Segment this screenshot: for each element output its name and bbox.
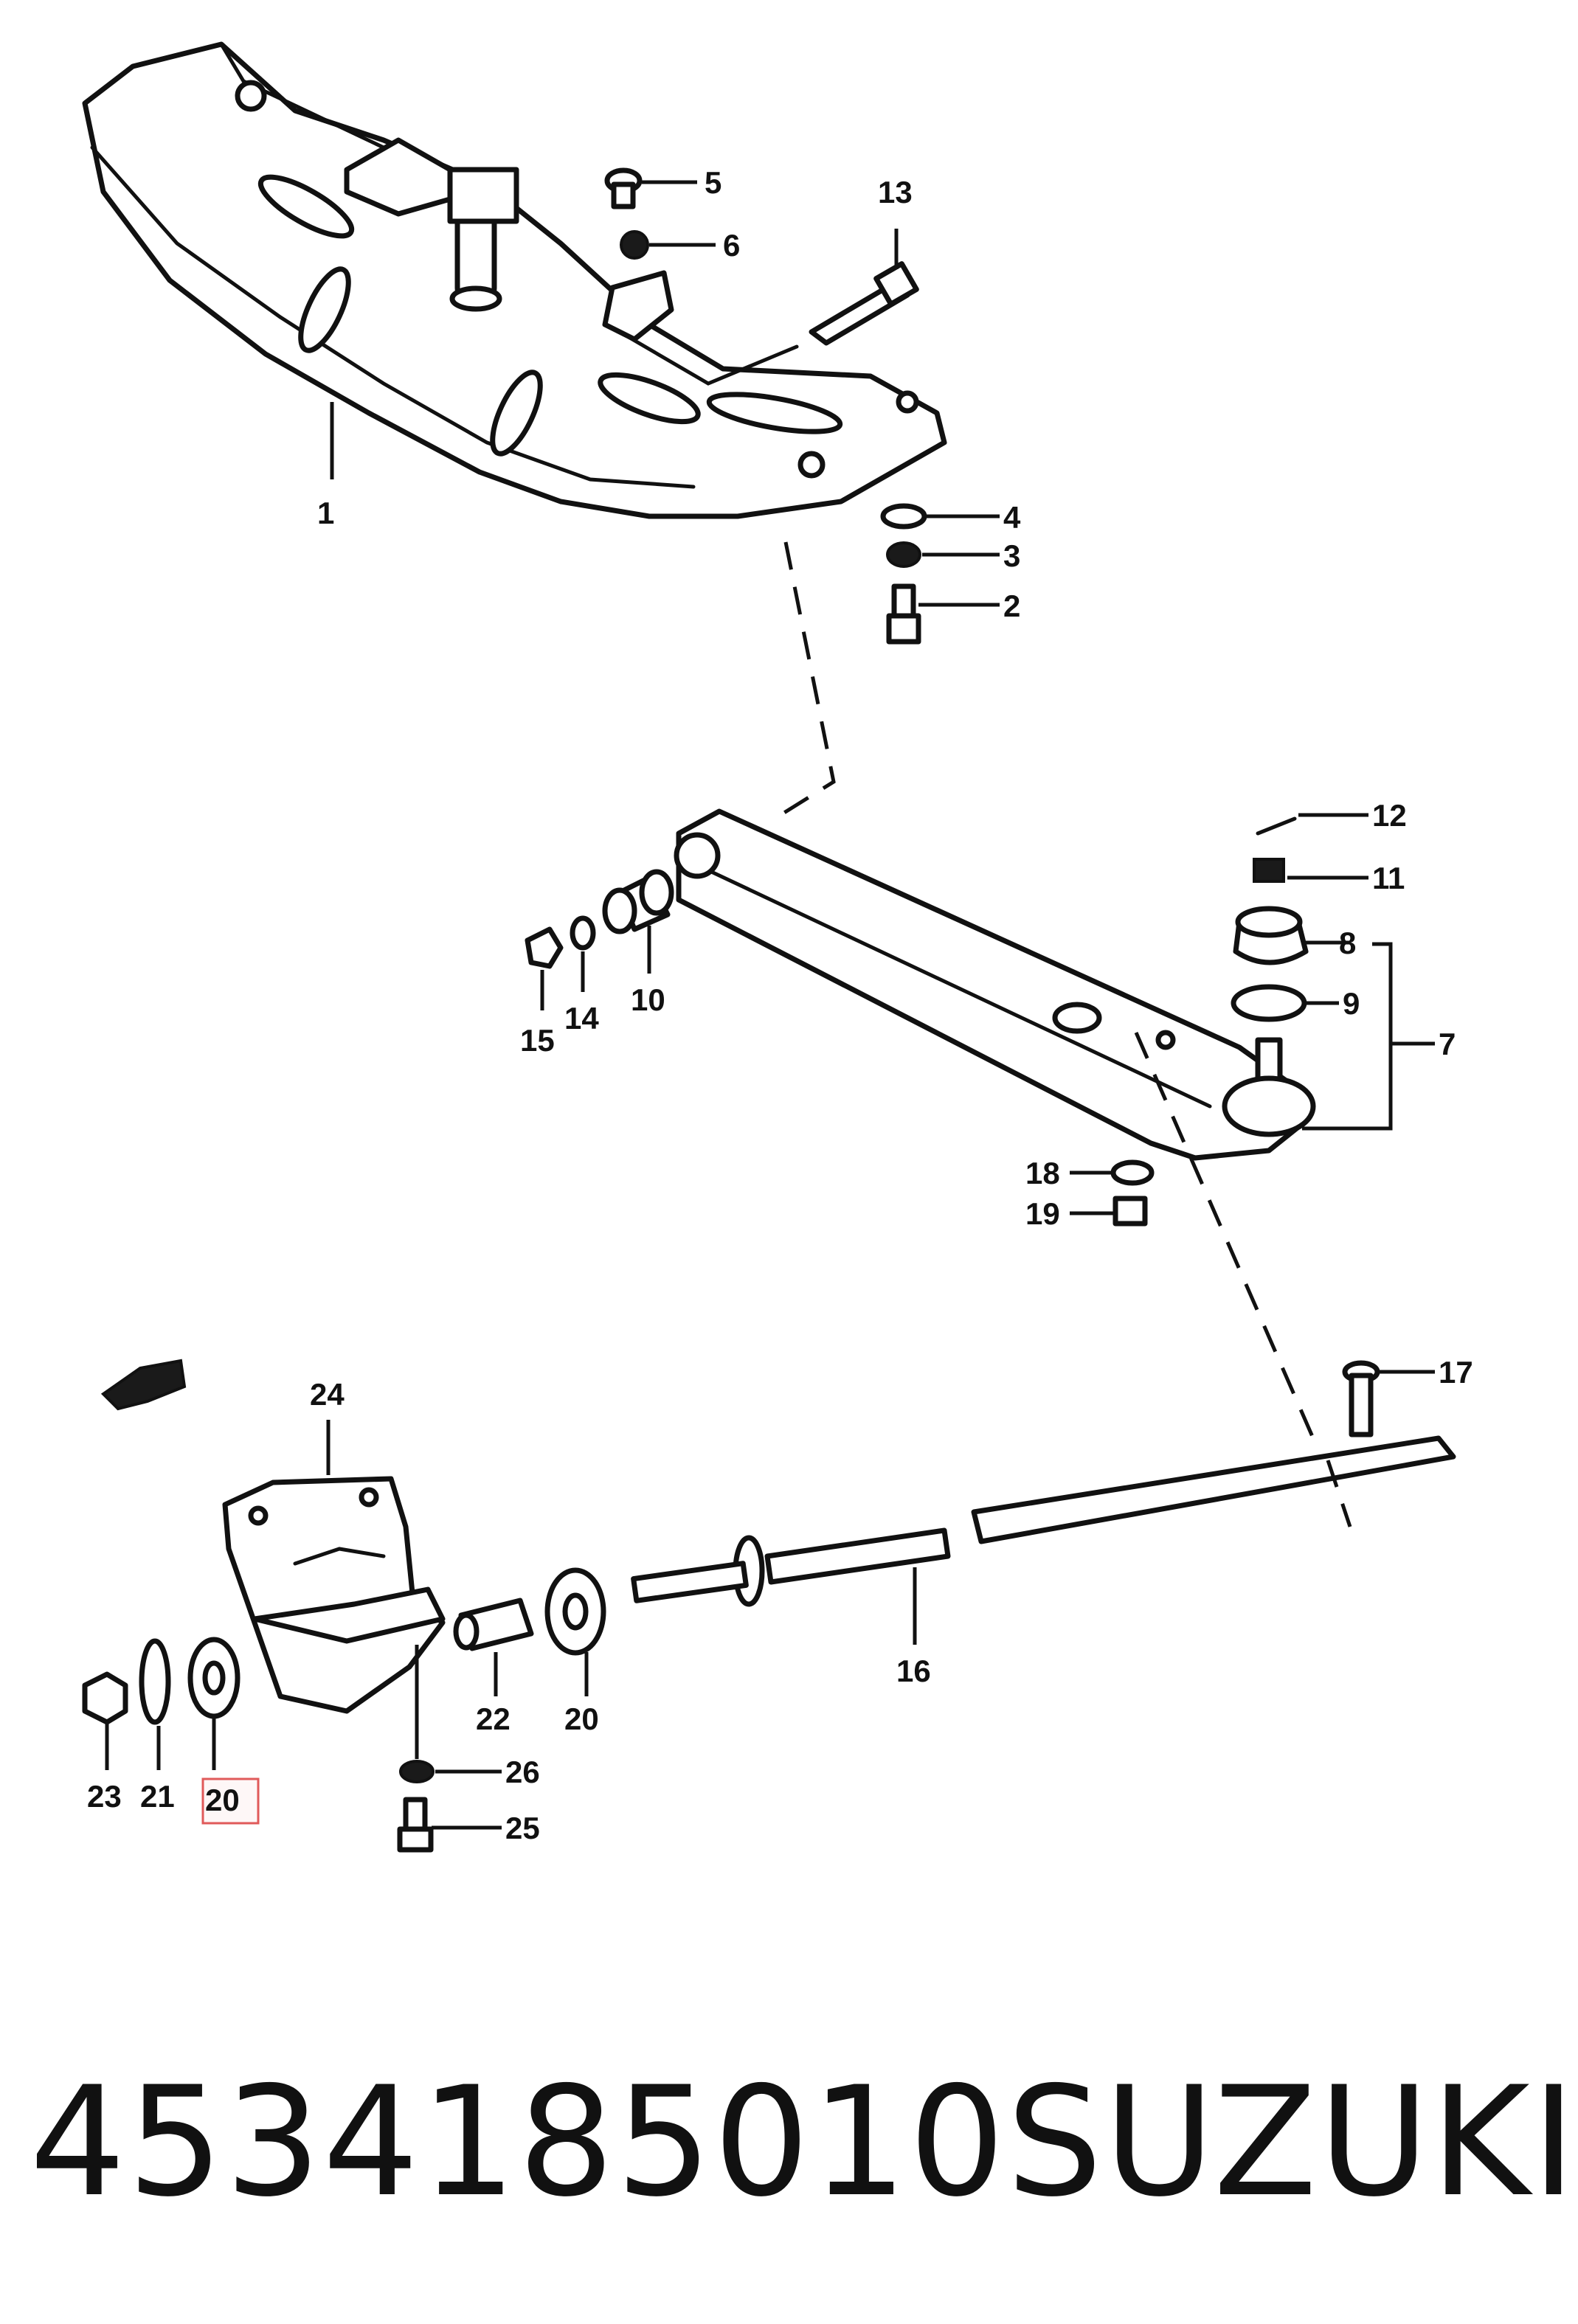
- part-number: 4534185010: [30, 2054, 1007, 2230]
- callout-23: 23: [87, 1779, 122, 1814]
- callout-10: 10: [631, 982, 665, 1017]
- part-19-nut: 19: [1025, 1196, 1148, 1231]
- part-17-bolt: 17: [1342, 1355, 1473, 1437]
- part-8-boot: 8: [1233, 906, 1356, 965]
- part-3-nut: 3: [886, 538, 1020, 573]
- callout-7: 7: [1439, 1027, 1456, 1061]
- callout-25: 25: [505, 1811, 540, 1845]
- part-18-washer: 18: [1025, 1156, 1155, 1190]
- callout-21: 21: [140, 1779, 175, 1814]
- control-arm: [674, 808, 1309, 1161]
- part-1-crossmember: 1: [82, 41, 947, 530]
- callout-4: 4: [1003, 500, 1021, 535]
- callout-26: 26: [505, 1755, 540, 1789]
- brand-name: SUZUKI: [1006, 2054, 1578, 2230]
- callout-5: 5: [705, 165, 721, 200]
- callout-13: 13: [878, 175, 913, 209]
- callout-6: 6: [723, 228, 740, 263]
- assembly-line: [773, 541, 836, 821]
- part-21-washer: 21: [139, 1638, 175, 1814]
- part-26-nut: 26: [399, 1645, 540, 1789]
- callout-19: 19: [1025, 1196, 1060, 1231]
- callout-1: 1: [317, 496, 334, 530]
- callout-16: 16: [896, 1654, 931, 1688]
- callout-highlight-box: [201, 1777, 260, 1825]
- part-2-bolt: 2: [886, 583, 1020, 645]
- part-16-tension-rod: 16: [631, 1435, 1456, 1688]
- part-7-ball-joint: 7: [1222, 942, 1456, 1137]
- callout-12: 12: [1372, 798, 1407, 833]
- callout-24: 24: [310, 1377, 345, 1412]
- front-arrow-icon: [100, 1359, 187, 1411]
- part-5-bolt: 5: [604, 165, 721, 209]
- callout-11: 11: [1372, 861, 1405, 895]
- callout-20-right: 20: [564, 1702, 599, 1736]
- callout-3: 3: [1003, 538, 1020, 573]
- callout-8: 8: [1339, 926, 1356, 960]
- part-10-bushing: 10: [602, 869, 674, 1017]
- part-25-bolt: 25: [397, 1797, 540, 1853]
- callout-22: 22: [476, 1702, 511, 1736]
- part-20-bushing-right: 20: [544, 1567, 606, 1736]
- exploded-parts-diagram: 1 5 6 13 4 3 2: [82, 41, 1473, 1853]
- part-14-washer: 14: [564, 915, 599, 1036]
- part-24-bracket: 24: [222, 1377, 446, 1714]
- part-6-nut: 6: [620, 228, 740, 263]
- part-20-bushing-left: 20: [187, 1637, 260, 1825]
- part-9-ring: 9: [1231, 984, 1360, 1022]
- callout-18: 18: [1025, 1156, 1060, 1190]
- callout-17: 17: [1439, 1355, 1473, 1390]
- part-12-cotter-pin: 12: [1256, 798, 1407, 836]
- callout-14: 14: [564, 1001, 599, 1036]
- assembly-line-2: [1134, 1032, 1315, 1439]
- callout-20-left: 20: [205, 1783, 240, 1817]
- part-23-nut: 23: [82, 1671, 128, 1814]
- part-15-nut: 15: [520, 926, 564, 1058]
- callout-15: 15: [520, 1023, 555, 1058]
- part-22-collar: 22: [453, 1598, 534, 1736]
- callout-9: 9: [1343, 986, 1360, 1021]
- callout-2: 2: [1003, 589, 1020, 623]
- caption-bar: 4534185010 SUZUKI: [30, 2054, 1576, 2230]
- part-13-bolt: 13: [809, 175, 919, 346]
- part-4-washer: 4: [880, 500, 1021, 535]
- part-11-castle-nut: 11: [1253, 858, 1405, 895]
